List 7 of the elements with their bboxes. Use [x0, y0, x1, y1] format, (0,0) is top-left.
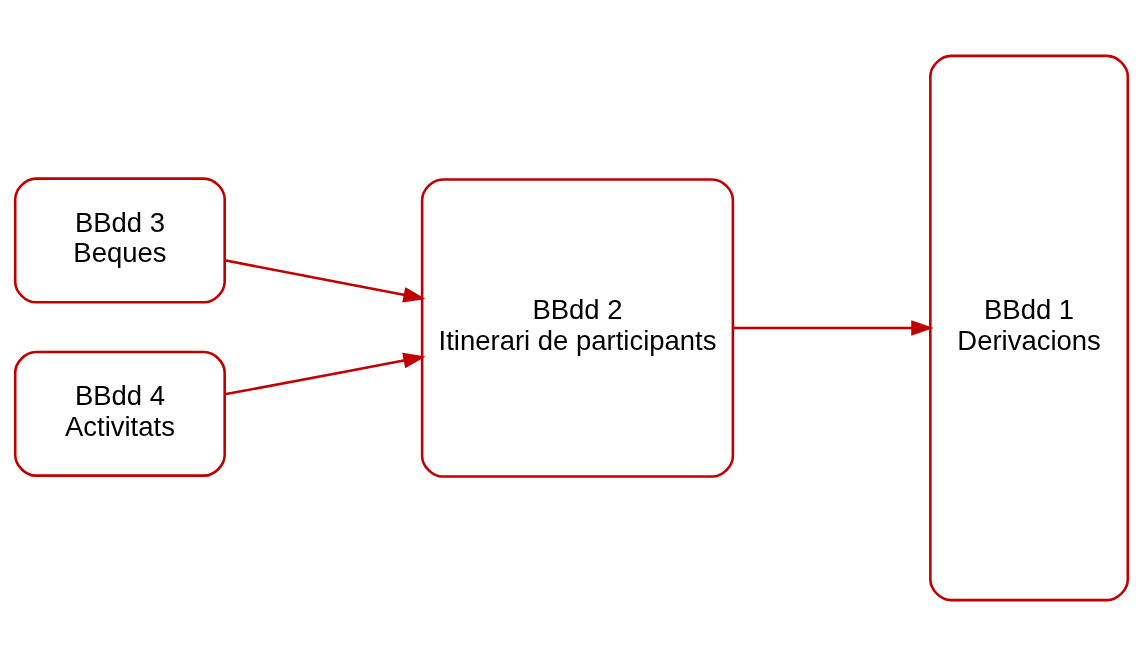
node-box: BBdd 4 Activitats	[13, 350, 226, 477]
arrow	[224, 352, 426, 396]
arrow	[224, 259, 426, 303]
arrow	[733, 320, 934, 336]
node-box: BBdd 3 Beques	[13, 177, 226, 304]
node-box: BBdd 2 Itinerari de participants	[420, 178, 735, 478]
node-box: BBdd 1 Derivacions	[929, 54, 1130, 602]
